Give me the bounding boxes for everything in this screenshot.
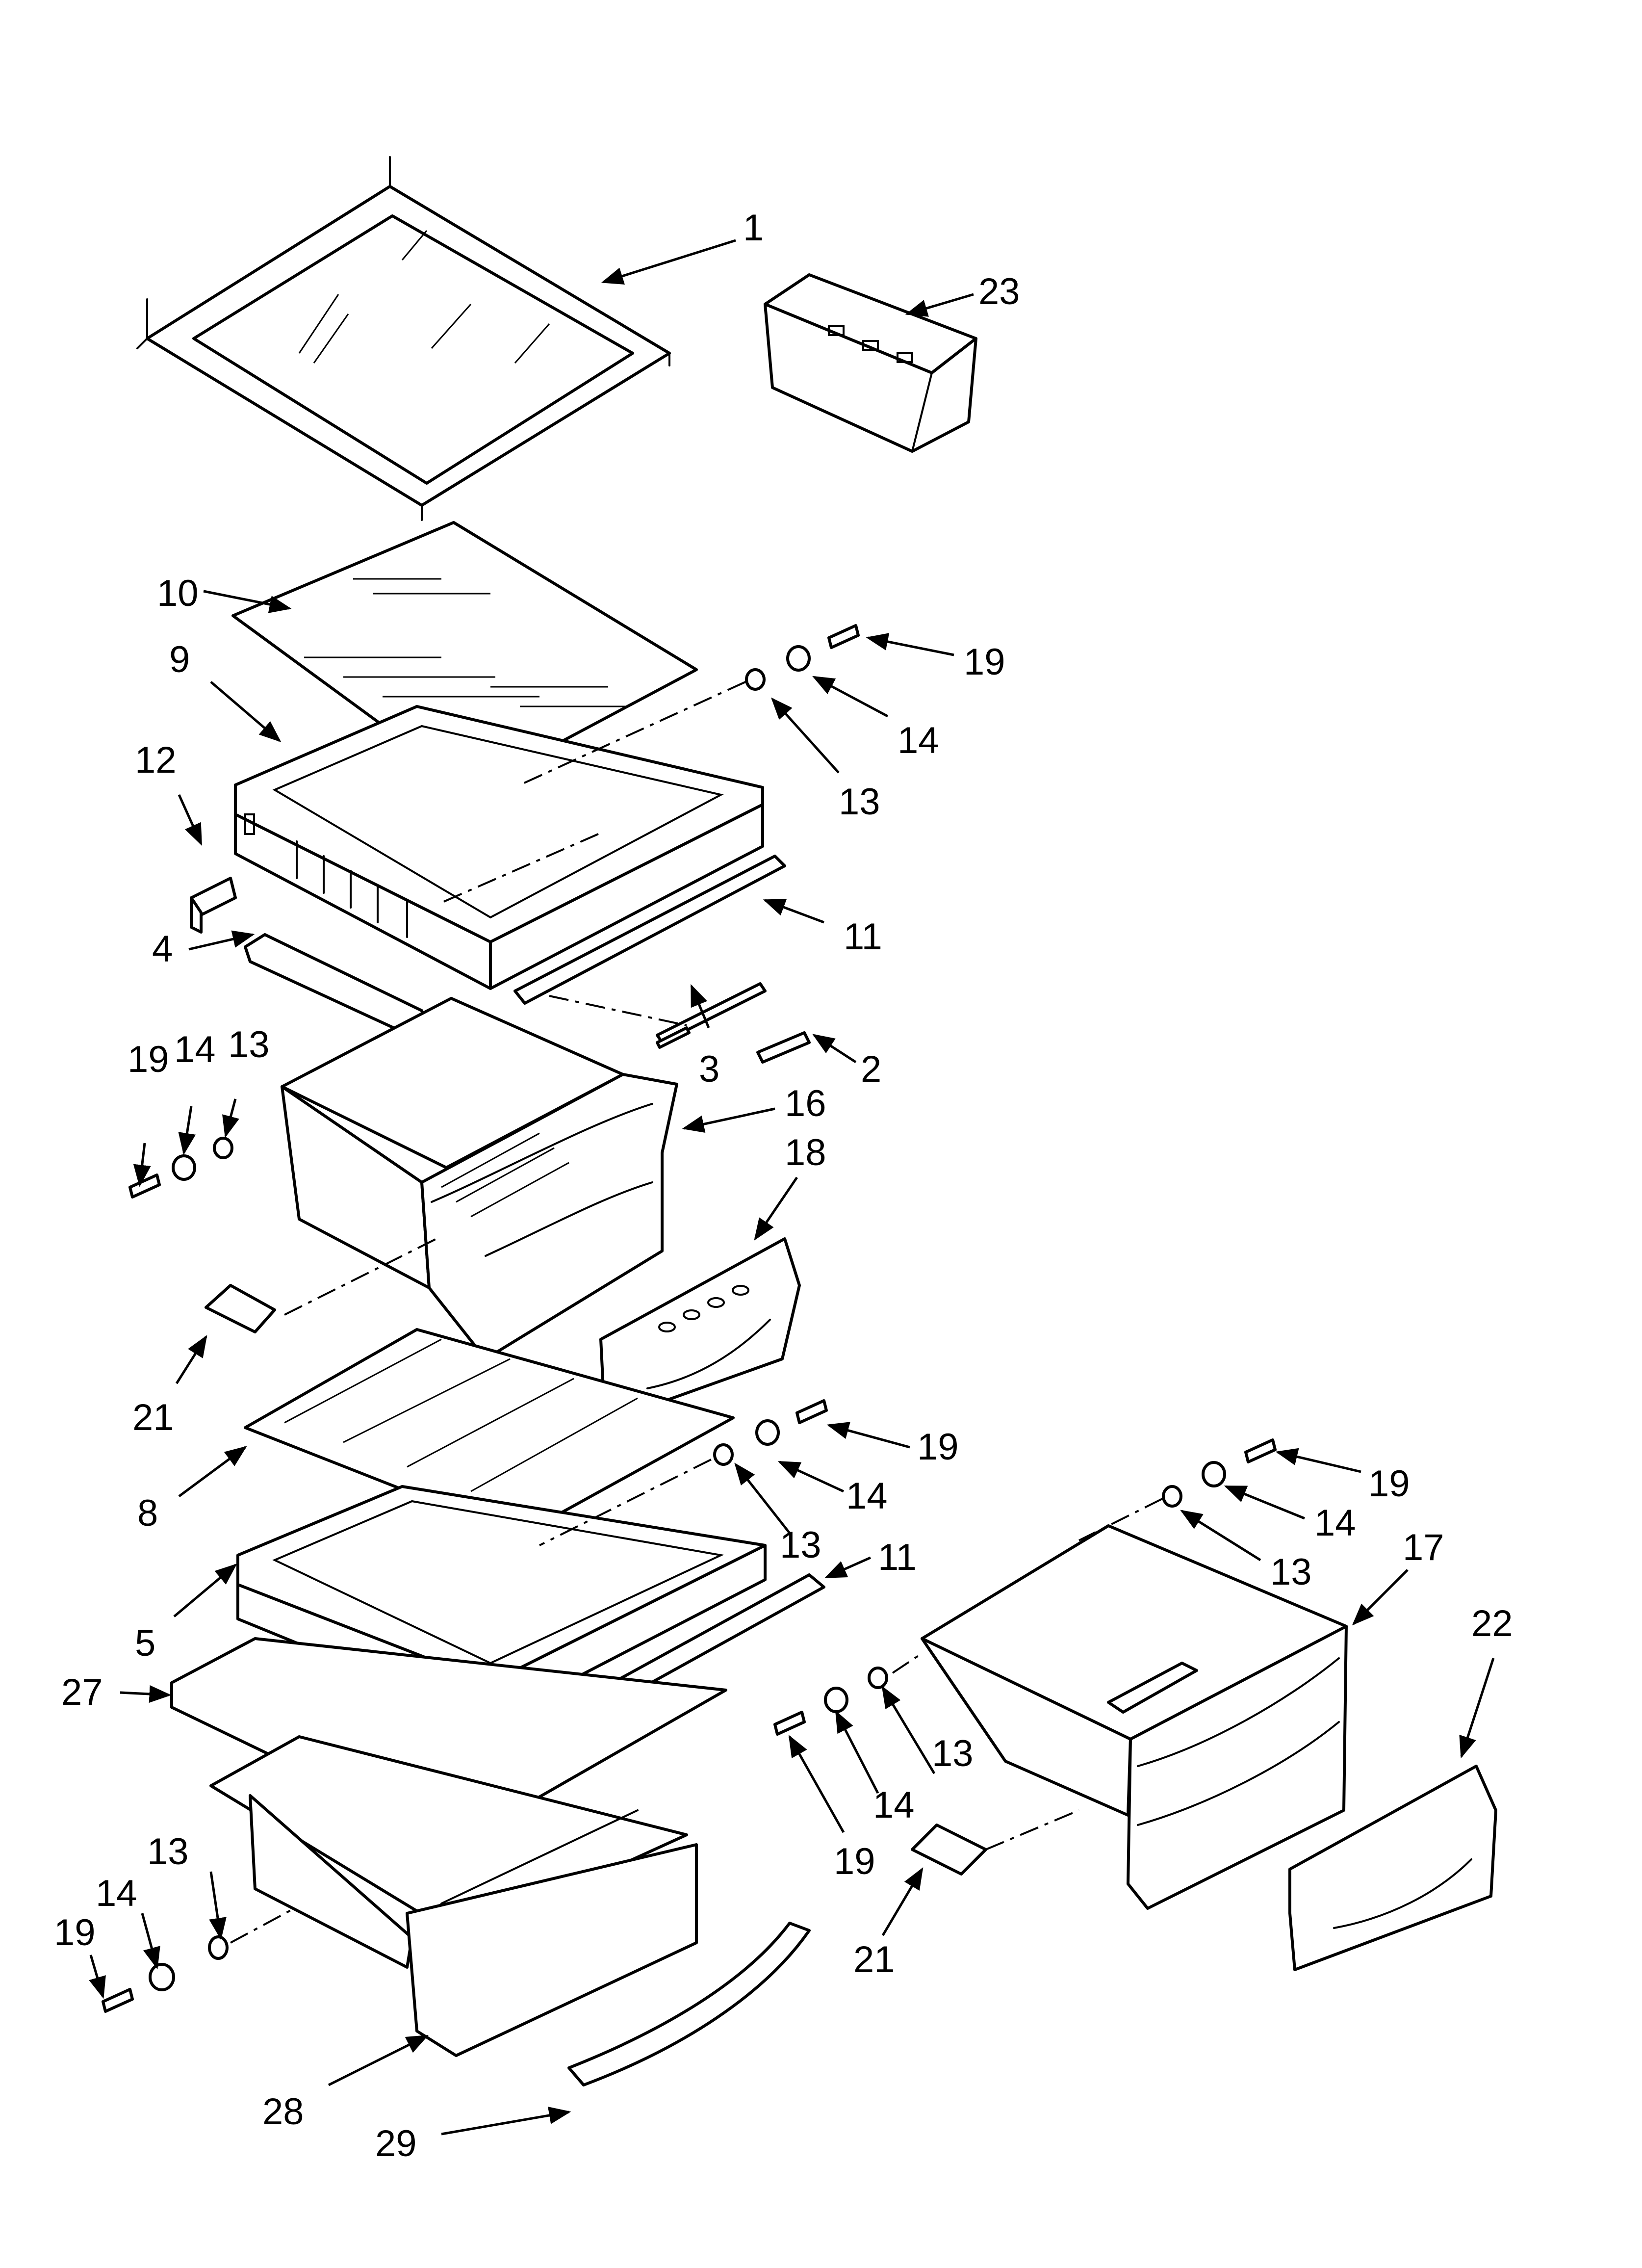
fastener-set-bottom-left: [102, 1935, 229, 2013]
callout-19-middle: 19: [917, 1426, 959, 1468]
callout-16: 16: [785, 1083, 826, 1124]
callout-12: 12: [135, 739, 177, 781]
part-side-support-12: [190, 877, 237, 934]
alignment-lines: [230, 681, 1163, 1944]
callout-8: 8: [137, 1492, 158, 1534]
part-side-rail-4: [244, 933, 428, 1037]
callout-29: 29: [375, 2123, 417, 2164]
leader-arrows: [89, 239, 1495, 2136]
part-handle-29: [567, 1922, 811, 2086]
callout-labels: 1 23 10 9 19 14 13 12 4 11 3 2 19 14 13 …: [54, 207, 1513, 2164]
part-bracket-3: [656, 982, 767, 1049]
callout-23: 23: [978, 271, 1020, 313]
callout-19-upper-left: 19: [128, 1039, 169, 1080]
callout-22: 22: [1471, 1603, 1513, 1644]
callout-19-upper-right: 19: [964, 641, 1005, 683]
fastener-set-right-upper: [1162, 1438, 1277, 1508]
callout-13-lower-right: 13: [932, 1733, 974, 1774]
callout-19-lower-right: 19: [834, 1841, 875, 1882]
callout-2: 2: [861, 1048, 881, 1090]
callout-14-upper-left: 14: [174, 1029, 216, 1070]
callout-13-upper-left: 13: [228, 1024, 270, 1066]
part-bottom-drawer: [209, 1735, 698, 2057]
callout-4: 4: [152, 928, 173, 970]
fastener-set-right-lower: [773, 1667, 888, 1736]
callout-9: 9: [169, 639, 190, 680]
part-bracket-2: [756, 1031, 811, 1064]
callout-11-lower: 11: [878, 1537, 917, 1578]
callout-17: 17: [1403, 1527, 1444, 1568]
part-drawer-front-22: [1288, 1765, 1497, 1971]
part-glass-shelf: [136, 156, 671, 521]
part-clip-21-lower: [911, 1824, 987, 1876]
callout-13-upper-right: 13: [839, 781, 880, 823]
part-slide-rail-upper: [513, 855, 786, 1005]
callout-21-upper: 21: [132, 1397, 174, 1438]
callout-14-bottom-left: 14: [96, 1873, 137, 1914]
part-right-crisper-drawer: [921, 1524, 1348, 1910]
part-cover-27: [170, 1637, 727, 1846]
fastener-set-upper-right: [745, 624, 860, 691]
callout-18: 18: [785, 1132, 826, 1173]
callout-13-bottom-left: 13: [147, 1831, 189, 1873]
callout-3: 3: [699, 1048, 719, 1090]
callout-1: 1: [743, 207, 764, 249]
part-glass-shelf-8: [244, 1328, 735, 1537]
callout-5: 5: [135, 1622, 155, 1664]
callout-21-lower: 21: [853, 1939, 895, 1981]
callout-10: 10: [157, 573, 199, 614]
part-upper-crisper-frame: [234, 705, 764, 990]
part-door-bin: [764, 273, 977, 453]
callout-19-right: 19: [1368, 1463, 1410, 1505]
callout-14-right: 14: [1314, 1502, 1356, 1544]
fastener-set-middle: [713, 1399, 828, 1466]
callout-13-middle: 13: [780, 1524, 821, 1566]
callout-14-lower-right: 14: [873, 1784, 915, 1826]
callout-19-bottom-left: 19: [54, 1912, 96, 1954]
callout-13-right: 13: [1270, 1551, 1312, 1593]
callout-14-middle: 14: [846, 1475, 888, 1517]
callout-11-upper: 11: [844, 916, 882, 958]
callout-14-upper-right: 14: [898, 720, 939, 761]
callout-27: 27: [61, 1671, 103, 1713]
callout-28: 28: [262, 2091, 304, 2133]
part-upper-crisper-drawer: [281, 997, 678, 1360]
part-clip-21-upper: [205, 1284, 276, 1333]
